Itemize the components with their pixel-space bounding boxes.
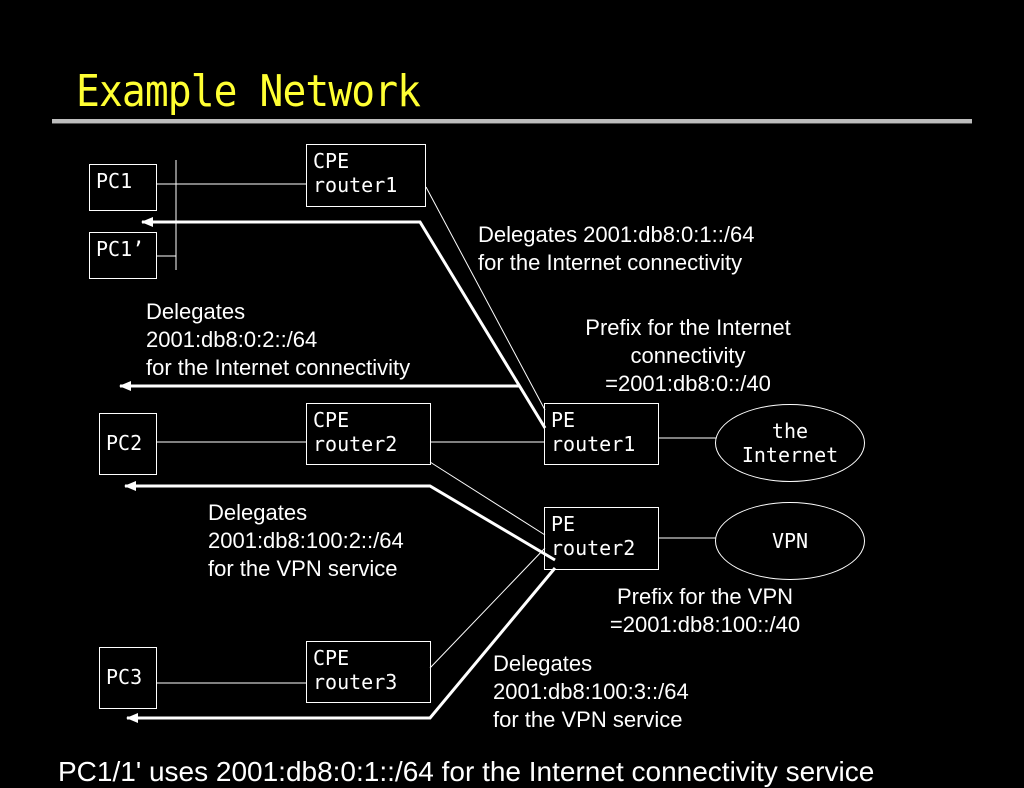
- pc2-node: PC2: [99, 413, 157, 475]
- delegate-cpe3-vpn-label: Delegates 2001:db8:100:3::/64 for the VP…: [493, 651, 689, 732]
- title-divider: [52, 119, 972, 123]
- delegation-arrow-pc2-vpn: [124, 481, 556, 562]
- pc1-prime-node: PC1’: [89, 232, 157, 279]
- title-divider-shadow: [52, 123, 972, 124]
- pe-router2-node: PE router2: [544, 507, 659, 570]
- vpn-prefix-label: Prefix for the VPN =2001:db8:100::/40: [609, 584, 801, 637]
- pe-router1-node: PE router1: [544, 403, 659, 465]
- delegation-arrow-pc1: [141, 217, 547, 429]
- delegate-cpe2-vpn-label: Delegates 2001:db8:100:2::/64 for the VP…: [208, 500, 404, 581]
- cpe2-pe2-link: [429, 461, 546, 536]
- pc1-node: PC1: [89, 164, 157, 211]
- delegate-cpe1-label: Delegates 2001:db8:0:1::/64 for the Inte…: [478, 222, 755, 275]
- cpe3-pe2-link: [429, 547, 546, 669]
- slide-title: Example Network: [76, 66, 421, 117]
- cpe-router3-node: CPE router3: [306, 641, 431, 703]
- pc3-node: PC3: [99, 647, 157, 709]
- delegation-arrow-pc3-vpn: [126, 567, 557, 723]
- vpn-cloud: VPN: [715, 502, 865, 580]
- cpe1-pe1-link: [425, 186, 546, 411]
- cpe-router2-node: CPE router2: [306, 403, 431, 465]
- slide-footer: PC1/1' uses 2001:db8:0:1::/64 for the In…: [58, 756, 875, 787]
- delegate-cpe2-internet-label: Delegates 2001:db8:0:2::/64 for the Inte…: [146, 299, 411, 380]
- network-diagram: [119, 160, 716, 723]
- internet-cloud: the Internet: [715, 404, 865, 482]
- cpe-router1-node: CPE router1: [306, 144, 426, 207]
- internet-prefix-label: Prefix for the Internet connectivity =20…: [585, 315, 791, 396]
